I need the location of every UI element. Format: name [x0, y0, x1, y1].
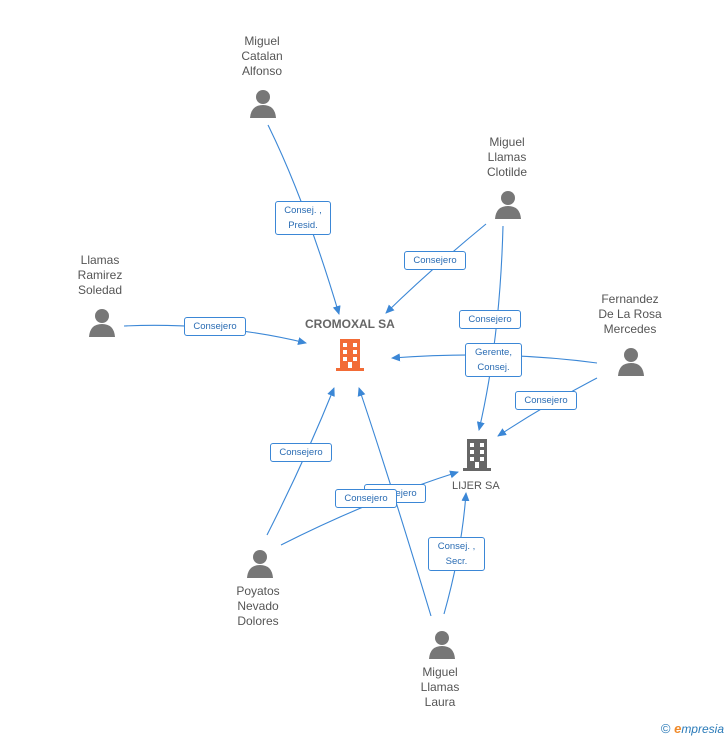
- edge-label-laura-lijer[interactable]: Consej. , Secr.: [428, 537, 485, 571]
- copyright-brand: © empresia: [661, 721, 724, 736]
- person-icon[interactable]: [249, 88, 277, 118]
- edge-poyatos-lijer: [280, 470, 459, 546]
- person-label-miguel-catalan: Miguel Catalan Alfonso: [241, 34, 283, 78]
- person-icon[interactable]: [88, 307, 116, 337]
- person-icon[interactable]: [428, 629, 456, 659]
- edge-label-poyatos-lijer[interactable]: Consejero: [335, 489, 397, 508]
- company-label-lijer: LIJER SA: [452, 480, 500, 492]
- brand-logo-initial: e: [674, 721, 682, 736]
- building-icon[interactable]: [461, 438, 493, 472]
- brand-logo-text: mpresia: [681, 722, 724, 736]
- edge-label-catalan-cromoxal[interactable]: Consej. , Presid.: [275, 201, 331, 235]
- edge-label-poyatos-cromoxal[interactable]: Consejero: [270, 443, 332, 462]
- edge-label-clotilde-cromoxal[interactable]: Consejero: [404, 251, 466, 270]
- person-icon[interactable]: [617, 346, 645, 376]
- edge-label-fernandez-lijer[interactable]: Consejero: [515, 391, 577, 410]
- edge-clotilde-lijer: [476, 225, 504, 431]
- copyright-icon: ©: [660, 721, 671, 736]
- person-icon[interactable]: [246, 548, 274, 578]
- person-icon[interactable]: [494, 189, 522, 219]
- edge-label-ramirez-cromoxal[interactable]: Consejero: [184, 317, 246, 336]
- person-label-fernandez: Fernandez De La Rosa Mercedes: [598, 292, 662, 336]
- edge-label-fernandez-cromoxal[interactable]: Gerente, Consej.: [465, 343, 522, 377]
- company-label-cromoxal: CROMOXAL SA: [305, 317, 395, 331]
- person-label-poyatos: Poyatos Nevado Dolores: [236, 584, 280, 628]
- edge-label-clotilde-lijer[interactable]: Consejero: [459, 310, 521, 329]
- building-icon[interactable]: [334, 338, 366, 372]
- person-label-miguel-llamas-clotilde: Miguel Llamas Clotilde: [486, 135, 528, 179]
- person-label-llamas-ramirez: Llamas Ramirez Soledad: [77, 253, 123, 297]
- person-label-miguel-llamas-laura: Miguel Llamas Laura: [420, 665, 460, 709]
